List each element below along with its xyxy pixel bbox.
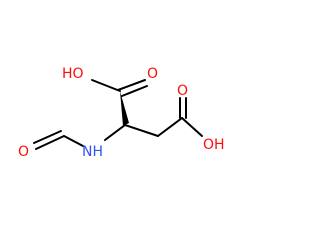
bond-c1-o-double-b — [121, 85, 148, 97]
bond-n-cformyl — [63, 135, 84, 147]
atom-label-o-formyl: O — [18, 144, 29, 160]
atom-label-nh: NH — [82, 144, 103, 160]
molecule-diagram: HO O O OH O NH — [18, 66, 225, 160]
bond-c1-calpha-wedge — [120, 91, 129, 126]
bond-c4-oh — [181, 117, 203, 137]
bond-cformyl-o-double-b — [33, 130, 62, 144]
bond-c1-oh — [91, 79, 121, 92]
atom-label-o-top: O — [147, 66, 158, 82]
bond-calpha-ch2 — [124, 124, 159, 137]
bond-c1-o-double-a — [117, 79, 146, 91]
atom-label-oh-right: OH — [203, 137, 225, 153]
atom-label-o-right-top: O — [177, 83, 188, 99]
bonds — [33, 79, 203, 150]
bond-cformyl-o-double-a — [35, 135, 65, 150]
bond-calpha-n — [104, 124, 126, 141]
atom-label-ho: HO — [62, 66, 84, 82]
bond-ch2-c4 — [157, 117, 183, 137]
atom-labels: HO O O OH O NH — [18, 66, 225, 160]
